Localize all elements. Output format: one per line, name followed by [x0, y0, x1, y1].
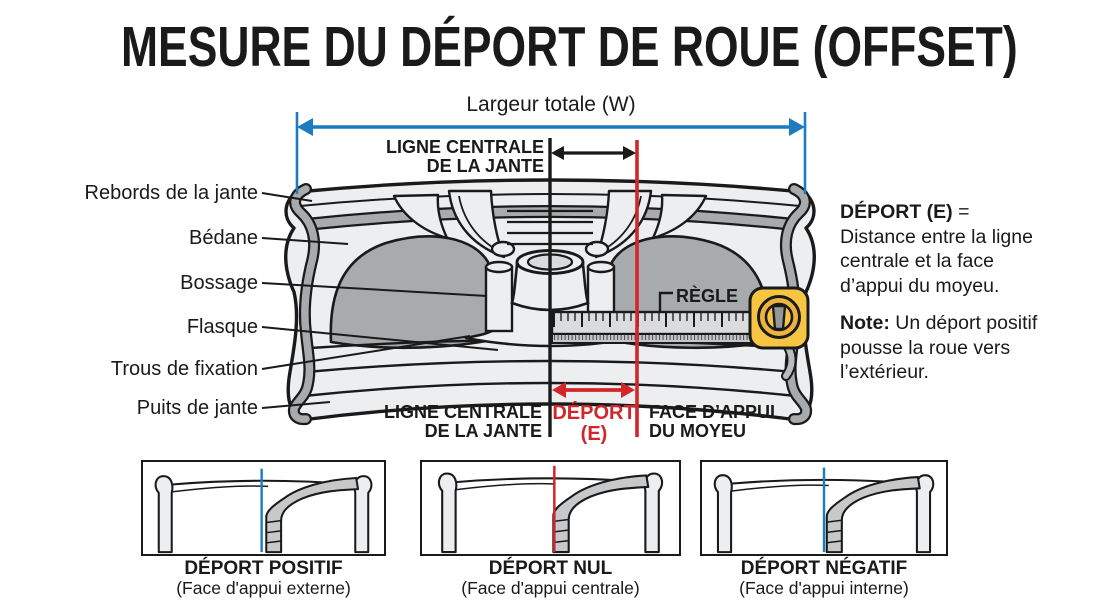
ruler	[550, 310, 760, 344]
mini-wheel-positive	[154, 468, 373, 554]
total-width-measure	[295, 112, 807, 194]
label-bolt-holes: Trous de fixation	[110, 358, 258, 380]
label-bead-seat: Bédane	[189, 227, 258, 249]
rim-centerline-top-label: LIGNE CENTRALE DE LA JANTE	[385, 137, 544, 176]
hub-face-label: FACE D’APPUI DU MOYEU	[649, 402, 776, 441]
panel-positive-offset	[141, 460, 386, 556]
offset-arrow-bottom	[552, 382, 635, 398]
mini-wheel-negative	[713, 467, 935, 554]
label-disc: Flasque	[186, 316, 258, 338]
ruler-label: RÈGLE	[676, 286, 739, 306]
offset-note: Note: Un déport positif pousse la roue v…	[840, 312, 1038, 383]
panel-zero-offset	[420, 460, 681, 556]
total-width-label: Largeur totale (W)	[466, 93, 636, 116]
page-title: MESURE DU DÉPORT DE ROUE (OFFSET)	[121, 15, 1018, 79]
label-rim-flange: Rebords de la jante	[84, 182, 258, 204]
panel-negative-offset	[700, 460, 948, 556]
leader-lines	[261, 192, 499, 409]
label-drop-well: Puits de jante	[136, 397, 258, 419]
offset-label: DÉPORT (E)	[552, 402, 636, 445]
label-boss: Bossage	[180, 272, 258, 294]
panel-zero-label: DÉPORT NUL (Face d'appui centrale)	[461, 558, 640, 598]
offset-arrow-top	[551, 146, 636, 160]
panel-positive-label: DÉPORT POSITIF (Face d'appui externe)	[176, 558, 351, 598]
ruler-pointer-line	[658, 291, 673, 311]
panel-negative-label: DÉPORT NÉGATIF (Face d'appui interne)	[739, 558, 909, 598]
tape-measure-icon	[748, 286, 810, 381]
offset-definition: DÉPORT (E) = Distance entre la ligne cen…	[840, 201, 1033, 297]
mini-wheel-zero	[437, 465, 664, 554]
rim-centerline-bottom-label: LIGNE CENTRALE DE LA JANTE	[383, 402, 542, 441]
